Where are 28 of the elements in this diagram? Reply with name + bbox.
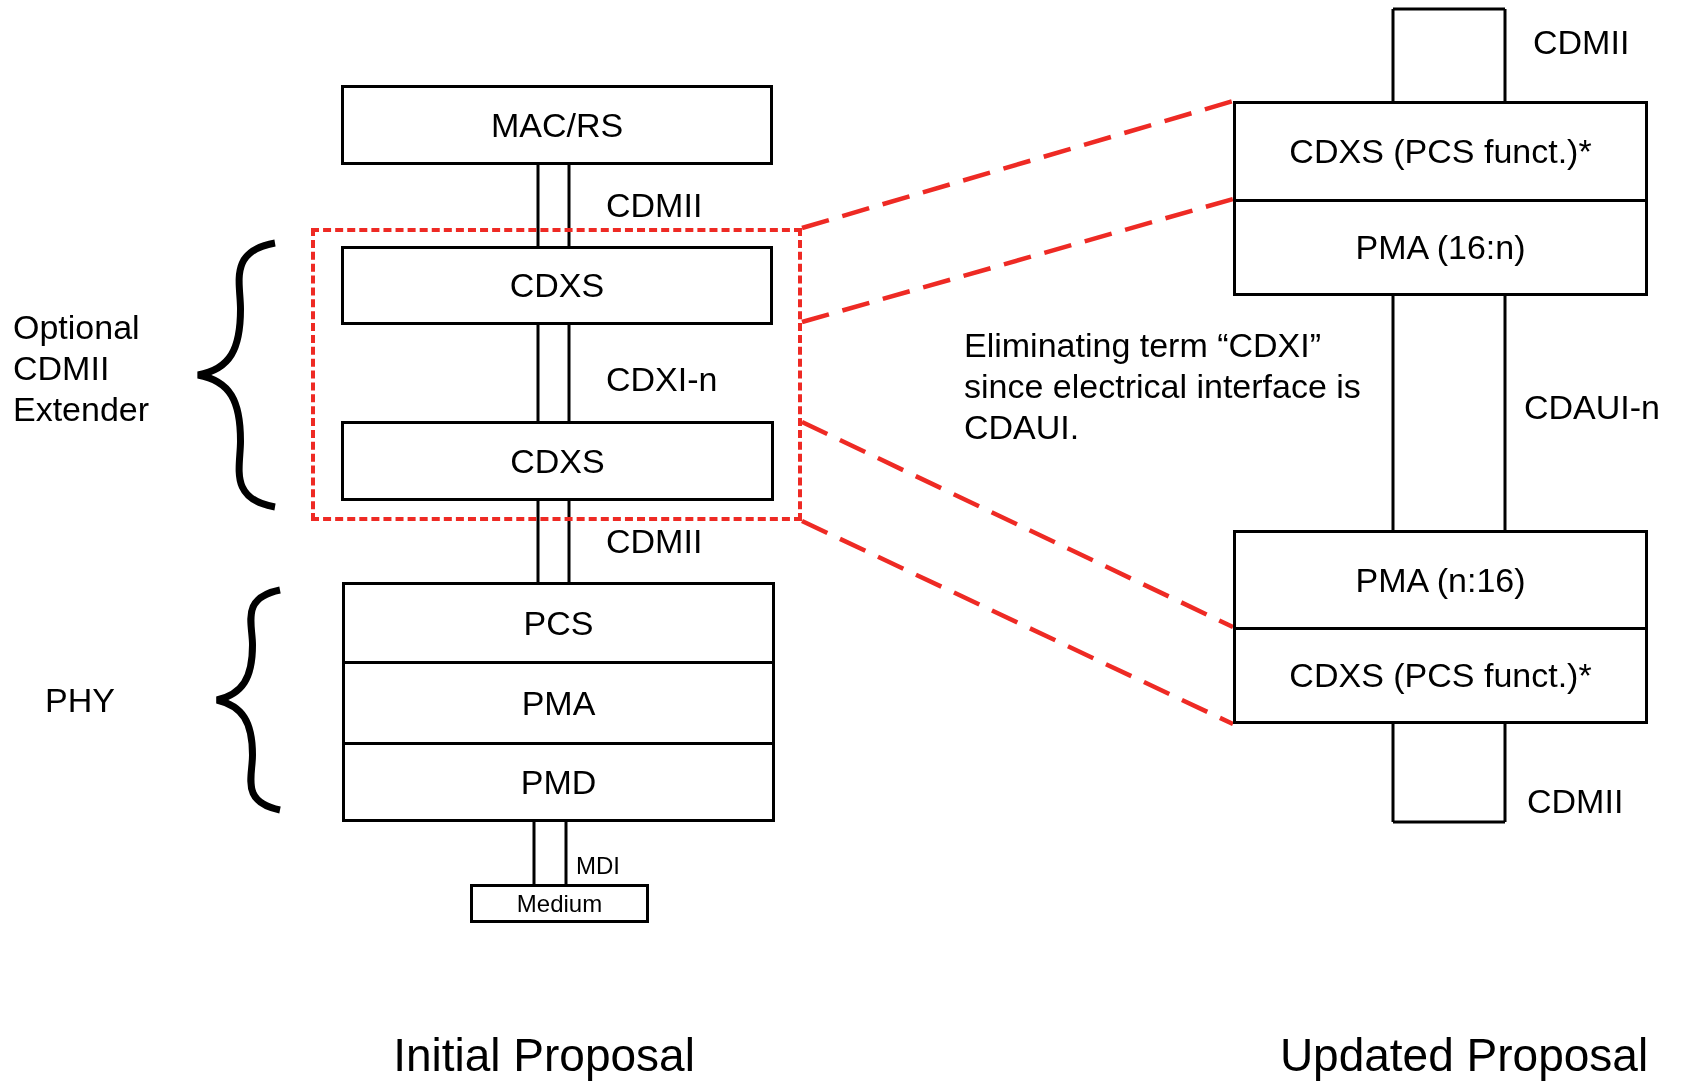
- interface-label: CDMII: [606, 185, 703, 226]
- layer-box: Medium: [470, 884, 649, 923]
- layer-box: PMA (n:16): [1233, 530, 1648, 630]
- layer-box: CDXS: [341, 421, 774, 501]
- projection-line: [801, 419, 1234, 630]
- interface-label: CDXI-n: [606, 359, 718, 400]
- interface-label: CDMII: [1533, 22, 1630, 63]
- layer-box: CDXS (PCS funct.)*: [1233, 627, 1648, 724]
- brace-label: Optional CDMII Extender: [13, 307, 151, 430]
- interface-label: MDI: [576, 852, 620, 881]
- interface-label: CDMII: [606, 521, 703, 562]
- layer-box: PCS: [342, 582, 775, 664]
- brace-label: PHY: [45, 680, 116, 721]
- layer-box: MAC/RS: [341, 85, 773, 165]
- note-text: Eliminating term “CDXI” since electrical interface is CDAUI.: [964, 325, 1362, 448]
- layer-box: PMD: [342, 742, 775, 822]
- projection-line: [801, 518, 1234, 727]
- projection-line: [801, 98, 1234, 231]
- layer-box: CDXS (PCS funct.)*: [1233, 101, 1648, 202]
- dashed-group-box: [311, 228, 802, 521]
- layer-box: PMA: [342, 661, 775, 745]
- interface-label: CDMII: [1527, 781, 1624, 822]
- projection-line: [801, 196, 1234, 325]
- diagram-caption: Updated Proposal: [1278, 1028, 1650, 1083]
- interface-label: CDAUI-n: [1524, 387, 1661, 428]
- layer-box: PMA (16:n): [1233, 199, 1648, 296]
- layer-box: CDXS: [341, 246, 773, 325]
- diagram-caption: Initial Proposal: [392, 1028, 696, 1083]
